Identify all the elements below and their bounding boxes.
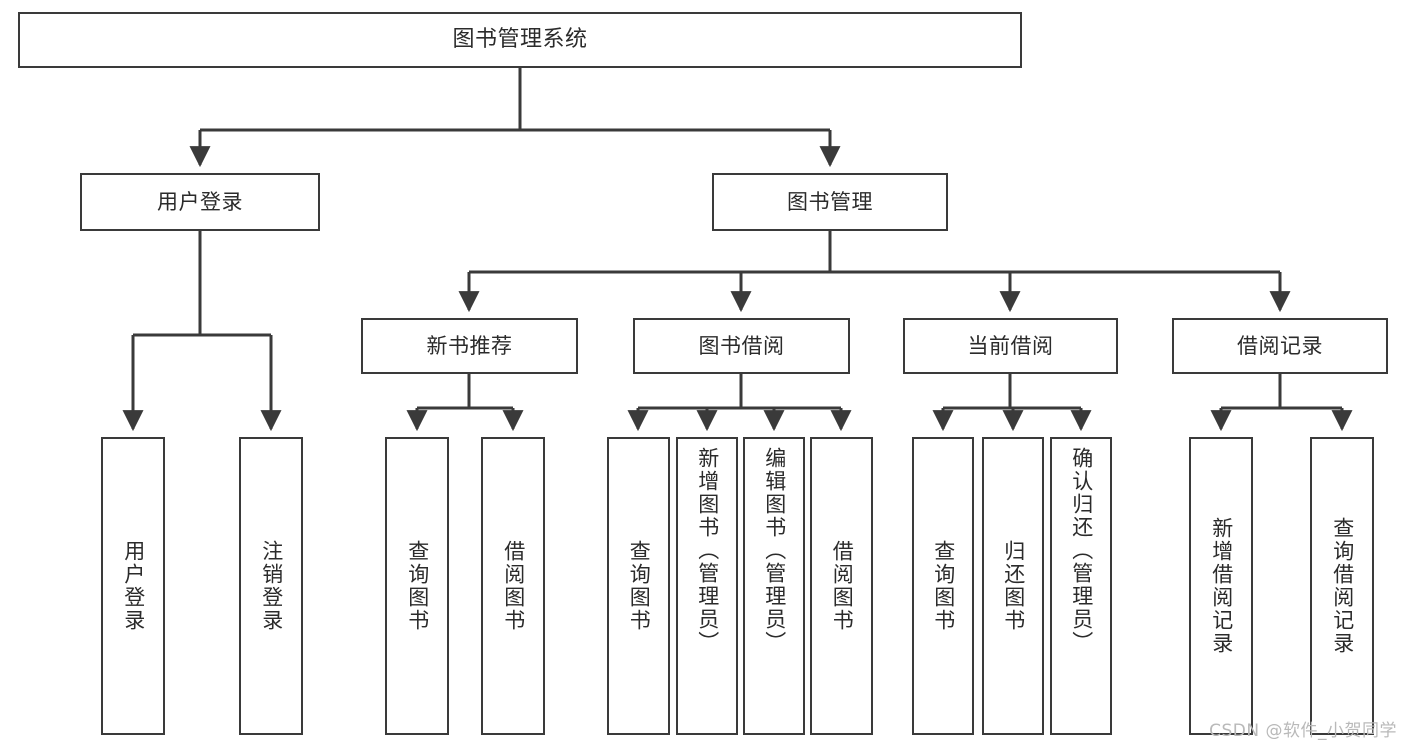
node-borrow-record[interactable]: 借阅记录 [1172, 318, 1388, 374]
leaf-query-record[interactable]: 查询借阅记录 [1310, 437, 1374, 735]
node-book-borrow-label: 图书借阅 [698, 333, 785, 358]
node-book-borrow[interactable]: 图书借阅 [633, 318, 850, 374]
node-new-book-rec-label: 新书推荐 [426, 333, 513, 358]
leaf-query-record-label: 查询借阅记录 [1330, 517, 1355, 655]
node-root-label: 图书管理系统 [452, 27, 588, 52]
csdn-watermark: CSDN @软件_小贺同学 [1209, 721, 1397, 741]
leaf-query-book-2-label: 查询图书 [627, 540, 652, 632]
leaf-borrow-book-2-label: 借阅图书 [830, 540, 855, 632]
node-borrow-record-label: 借阅记录 [1237, 333, 1323, 358]
leaf-edit-book-label: 编辑图书（管理员） [762, 447, 787, 654]
leaf-query-book-3[interactable]: 查询图书 [912, 437, 974, 735]
leaf-user-login-label: 用户登录 [121, 540, 146, 632]
leaf-return-book[interactable]: 归还图书 [982, 437, 1044, 735]
node-user-login-label: 用户登录 [157, 189, 243, 214]
leaf-add-record-label: 新增借阅记录 [1209, 517, 1234, 655]
leaf-query-book-1[interactable]: 查询图书 [385, 437, 449, 735]
node-current-borrow-label: 当前借阅 [967, 333, 1054, 358]
leaf-query-book-2[interactable]: 查询图书 [607, 437, 670, 735]
leaf-confirm-return[interactable]: 确认归还（管理员） [1050, 437, 1112, 735]
leaf-borrow-book-1[interactable]: 借阅图书 [481, 437, 545, 735]
leaf-borrow-book-2[interactable]: 借阅图书 [810, 437, 873, 735]
leaf-confirm-return-label: 确认归还（管理员） [1069, 447, 1094, 654]
node-new-book-rec[interactable]: 新书推荐 [361, 318, 578, 374]
leaf-query-book-3-label: 查询图书 [931, 540, 956, 632]
leaf-user-login[interactable]: 用户登录 [101, 437, 165, 735]
leaf-borrow-book-1-label: 借阅图书 [501, 540, 526, 632]
node-book-manage[interactable]: 图书管理 [712, 173, 948, 231]
leaf-return-book-label: 归还图书 [1001, 540, 1026, 632]
leaf-edit-book[interactable]: 编辑图书（管理员） [743, 437, 805, 735]
leaf-logout[interactable]: 注销登录 [239, 437, 303, 735]
node-user-login[interactable]: 用户登录 [80, 173, 320, 231]
node-current-borrow[interactable]: 当前借阅 [903, 318, 1118, 374]
leaf-add-book-label: 新增图书（管理员） [695, 447, 720, 654]
leaf-add-record[interactable]: 新增借阅记录 [1189, 437, 1253, 735]
leaf-logout-label: 注销登录 [259, 540, 284, 632]
node-root[interactable]: 图书管理系统 [18, 12, 1022, 68]
leaf-query-book-1-label: 查询图书 [405, 540, 430, 632]
leaf-add-book[interactable]: 新增图书（管理员） [676, 437, 738, 735]
node-book-manage-label: 图书管理 [787, 189, 873, 214]
